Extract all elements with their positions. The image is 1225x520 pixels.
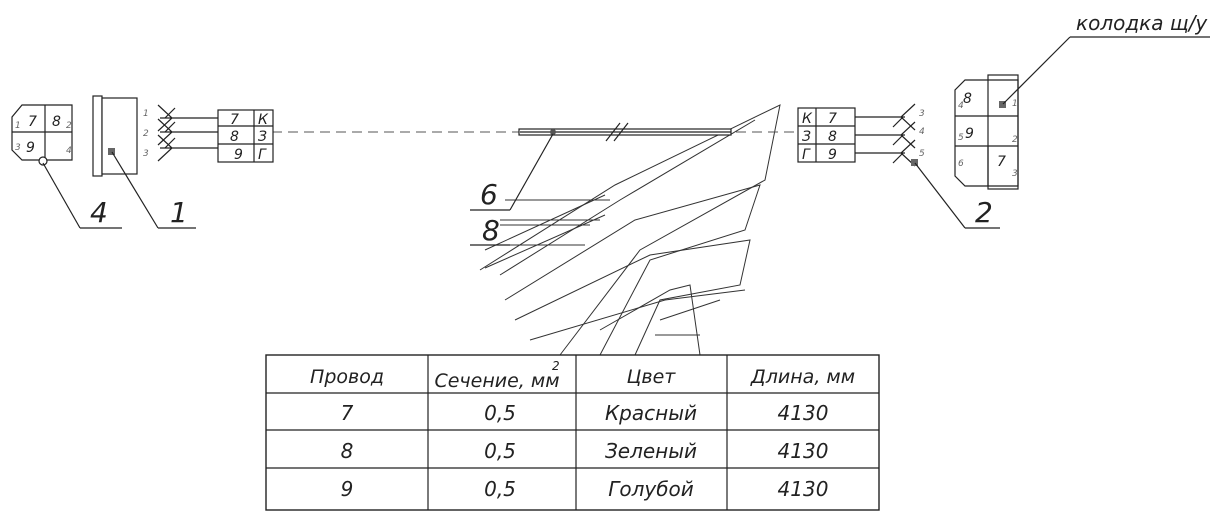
callout-8-label: 8 [482,214,500,247]
right-plug: 8 9 7 1 2 3 4 5 6 [954,74,1019,190]
table-header-color: Цвет [627,366,677,388]
right-plug-num-3: 3 [1012,169,1018,179]
right-side-pin-4: 4 [919,127,925,137]
left-terminal-block: 7 К 8 З 9 Г [217,109,274,163]
left-term-wire-8: 8 [230,129,239,145]
callout-1-label: 1 [170,196,188,229]
left-plug-pin-7: 7 [28,114,37,130]
left-side-pin-3: 3 [143,149,149,159]
left-wires [157,104,218,162]
left-plug-pin-8: 8 [52,114,61,130]
table-row-1-color: Красный [605,401,697,425]
table-row-1-section: 0,5 [484,401,516,425]
callout-6: 6 [470,133,554,211]
right-term-code-z: З [802,129,811,145]
table-header-length: Длина, мм [750,366,855,388]
table-header-section-sup: 2 [552,359,560,373]
callout-4: 4 [42,162,122,229]
table-row-1-length: 4130 [778,401,829,425]
right-plug-pin-8: 8 [963,91,972,107]
callout-connector: колодка щ/у [1002,11,1210,105]
left-plug-num-1: 1 [15,121,21,131]
right-plug-num-6: 6 [958,159,964,169]
right-term-wire-9: 9 [828,147,837,163]
table-row-1-wire: 7 [341,401,354,425]
table-row-3-wire: 9 [341,477,354,501]
callout-6-label: 6 [480,178,498,211]
table-row-2-section: 0,5 [484,439,516,463]
table-row-2-wire: 8 [341,439,354,463]
table-header-wire: Провод [310,366,384,388]
connector-label: колодка щ/у [1076,11,1208,35]
right-plug-num-4: 4 [958,101,964,111]
right-plug-num-1: 1 [1012,99,1018,109]
right-wires [855,103,918,167]
left-socket [92,95,138,177]
left-side-pin-2: 2 [143,129,149,139]
right-plug-num-2: 2 [1012,135,1018,145]
left-term-code-k: К [258,112,269,128]
callout-8: 8 [470,214,510,247]
left-side-pin-1: 1 [143,109,149,119]
wire-table: Провод Сечение, мм 2 Цвет Длина, мм 7 0,… [265,354,880,511]
left-plug-num-2: 2 [66,121,72,131]
callout-2: 2 [914,162,1000,229]
right-side-pin-5: 5 [919,149,925,159]
callout-4-label: 4 [90,196,108,229]
right-term-code-k: К [802,111,813,127]
left-plug-pin-9: 9 [26,140,35,156]
background-logo [479,104,781,356]
table-row-2-length: 4130 [778,439,829,463]
table-row-3-length: 4130 [778,477,829,501]
right-side-pin-3: 3 [919,109,925,119]
table-row-3-section: 0,5 [484,477,516,501]
left-term-wire-9: 9 [234,147,243,163]
left-term-code-z: З [258,129,267,145]
left-term-code-g: Г [258,147,267,163]
left-plug-num-4: 4 [66,146,72,156]
right-term-code-g: Г [802,147,811,163]
callout-2-label: 2 [975,196,993,229]
left-term-wire-7: 7 [230,112,239,128]
right-terminal-block: К 7 З 8 Г 9 [797,107,856,163]
right-plug-pin-9: 9 [965,126,974,142]
callout-1: 1 [111,151,196,229]
left-plug-num-3: 3 [15,143,21,153]
right-term-wire-7: 7 [828,111,837,127]
right-term-wire-8: 8 [828,129,837,145]
table-header-section: Сечение, мм [434,370,559,392]
right-plug-num-5: 5 [958,133,964,143]
table-row-2-color: Зеленый [605,439,697,463]
left-plug: 7 8 9 1 2 3 4 [11,104,73,166]
harness-bar [518,122,732,142]
right-plug-pin-7: 7 [997,154,1006,170]
table-row-3-color: Голубой [608,477,694,501]
